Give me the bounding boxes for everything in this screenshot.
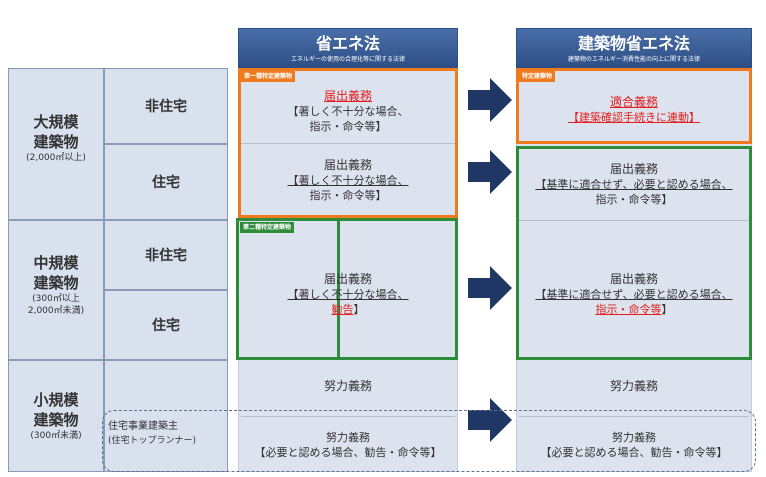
old-large-res-title: 届出義務 (323, 157, 372, 172)
new-medium-order: 指示・命令等 (595, 302, 662, 316)
new-law-header: 建築物省エネ法 建築物のエネルギー消費性能の向上に関する法律 (516, 28, 752, 68)
new-small-effort-cell: 努力義務 (519, 362, 749, 410)
old-small-builder-line1: 【必要と認める場合、勧告・命令等】 (254, 446, 442, 459)
new-specified-tag: 特定建築物 (519, 71, 556, 82)
medium-nonres: 非住宅 (104, 220, 228, 290)
builder-title: 住宅事業建築主 (108, 421, 178, 432)
large-sub-label: (2,000㎡以上) (26, 153, 86, 163)
old-class2-tag: 第二種特定建築物 (240, 222, 295, 233)
builder-label: 住宅事業建築主 (住宅トップランナー) (108, 420, 228, 448)
new-divider-2 (519, 416, 749, 417)
old-small-builder-title: 努力義務 (326, 431, 370, 444)
category-medium (8, 220, 104, 360)
new-small-builder-title: 努力義務 (612, 431, 656, 444)
new-medium-line1: 【基準に適合せず、必要と認める場合、 (535, 287, 733, 301)
new-medium-title: 届出義務 (609, 271, 658, 286)
new-medium-line2: 指示・命令等】 (595, 302, 673, 316)
old-medium-title: 届出義務 (323, 271, 372, 286)
large-main-label: 大規模 建築物 (33, 113, 79, 151)
new-large-nonres-cell: 適合義務 【建築確認手続きに連動】 (519, 80, 749, 140)
new-large-res-line1: 【基準に適合せず、必要と認める場合、 (535, 177, 733, 191)
old-divider-2 (241, 416, 455, 417)
new-large-nonres-title: 適合義務 (609, 95, 658, 109)
large-label: 大規模 建築物 (2,000㎡以上) (8, 112, 104, 164)
new-small-effort: 努力義務 (609, 378, 658, 393)
old-large-res-line1: 【著しく不十分な場合、 (287, 173, 409, 187)
new-notify-box (516, 146, 752, 360)
old-divider-1 (241, 143, 455, 144)
old-law-subtitle: エネルギーの使用の合理化等に関する法律 (290, 56, 405, 63)
category-large (8, 68, 104, 220)
old-large-nonres-title: 届出義務 (323, 88, 372, 103)
arrow-icon-3 (468, 266, 512, 310)
small-type (104, 360, 228, 472)
new-divider-1 (519, 220, 749, 221)
medium-res: 住宅 (104, 290, 228, 360)
new-small-builder-cell: 努力義務 【必要と認める場合、勧告・命令等】 (519, 420, 749, 470)
old-law-header: 省エネ法 エネルギーの使用の合理化等に関する法律 (238, 28, 458, 68)
old-large-res-cell: 届出義務 【著しく不十分な場合、 指示・命令等】 (241, 146, 455, 214)
medium-main-label: 中規模 建築物 (33, 254, 79, 292)
new-small-builder-line1: 【必要と認める場合、勧告・命令等】 (540, 446, 728, 459)
category-small (8, 360, 104, 472)
old-small-builder-cell: 努力義務 【必要と認める場合、勧告・命令等】 (241, 420, 455, 470)
new-large-res-line2: 指示・命令等】 (595, 192, 673, 206)
new-large-res-cell: 届出義務 【基準に適合せず、必要と認める場合、 指示・命令等】 (519, 150, 749, 218)
new-medium-cell: 届出義務 【基準に適合せず、必要と認める場合、 指示・命令等】 (519, 232, 749, 356)
old-large-res-line2: 指示・命令等】 (309, 188, 387, 202)
old-medium-line2: 勧告】 (331, 302, 365, 316)
small-sub-label: (300㎡未満) (30, 431, 82, 441)
builder-dashed-frame (102, 410, 756, 472)
medium-sub-label: (300㎡以上 2,000㎡未満) (27, 294, 85, 316)
new-specified-box (516, 68, 752, 144)
large-res: 住宅 (104, 144, 228, 220)
arrows-layer (468, 78, 512, 442)
medium-label: 中規模 建築物 (300㎡以上 2,000㎡未満) (8, 253, 104, 317)
new-law-subtitle: 建築物のエネルギー消費性能の向上に関する法律 (567, 56, 700, 63)
old-small-effort: 努力義務 (323, 378, 372, 393)
old-large-nonres-line1: 【著しく不十分な場合、 (287, 104, 409, 118)
arrow-icon-2 (468, 150, 512, 194)
old-large-nonres-cell: 届出義務 【著しく不十分な場合、 指示・命令等】 (241, 80, 455, 142)
new-large-nonres-line1: 【建築確認手続きに連動】 (568, 111, 700, 124)
old-class2-box-actual (236, 218, 458, 360)
old-law-title: 省エネ法 (315, 34, 380, 53)
new-law-title: 建築物省エネ法 (577, 34, 690, 53)
new-large-res-title: 届出義務 (609, 161, 658, 176)
old-medium-recommend: 勧告 (331, 302, 354, 316)
old-medium-line1: 【著しく不十分な場合、 (287, 287, 409, 301)
old-small-effort-cell: 努力義務 (241, 362, 455, 410)
old-class1-box (238, 68, 458, 218)
small-main-label: 小規模 建築物 (33, 391, 79, 429)
old-medium-cell: 届出義務 【著しく不十分な場合、 勧告】 (241, 232, 455, 356)
builder-sub: (住宅トップランナー) (108, 436, 197, 446)
large-nonres: 非住宅 (104, 68, 228, 144)
new-law-column (516, 68, 752, 472)
old-class1-tag: 第一種特定建築物 (241, 71, 296, 82)
old-large-nonres-line2: 指示・命令等】 (309, 119, 387, 133)
small-label: 小規模 建築物 (300㎡未満) (8, 390, 104, 442)
arrow-icon-4 (468, 398, 512, 442)
arrow-icon-1 (468, 78, 512, 122)
